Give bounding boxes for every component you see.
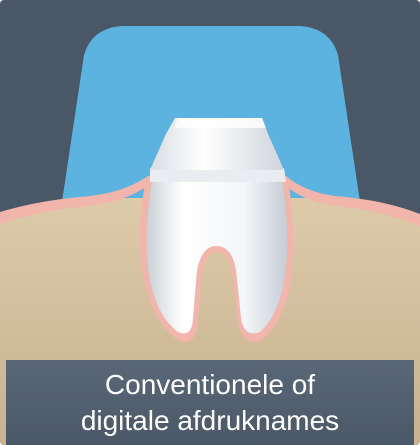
caption-line-2: digitale afdruknames <box>81 404 339 438</box>
caption-bar: Conventionele of digitale afdruknames <box>6 360 414 445</box>
abutment-collar <box>150 168 286 182</box>
caption-line-1: Conventionele of <box>105 368 315 402</box>
